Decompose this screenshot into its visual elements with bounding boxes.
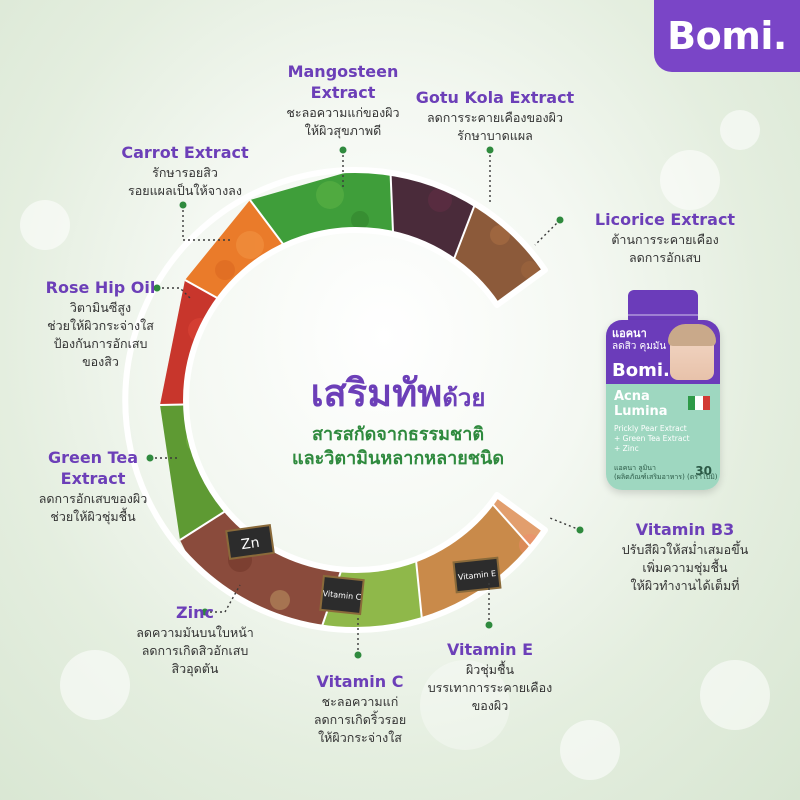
bottle-body: แอคนา ลดสิว คุมมัน Bomi. Acna Lumina Pri… [606,320,720,490]
headline-line2: สารสกัดจากธรรมชาติ [311,424,485,445]
bottle-band-text: แอคนา ลดสิว คุมมัน [612,327,667,352]
bokeh-light [20,200,70,250]
product-foot: แอคนา ลูมินา (ผลิตภัณฑ์เสริมอาหาร) (ตราโ… [614,464,718,482]
bokeh-light [60,650,130,720]
capsule-count: 30 [695,464,712,478]
brand-logo: Bomi. [667,14,787,58]
bokeh-light [700,660,770,730]
brand-tab: Bomi. [654,0,800,72]
headline-line1: เสริมทัพด้วย [248,362,548,423]
label-zinc: Zinc ลดความมันบนใบหน้า ลดการเกิดสิวอักเส… [136,603,254,677]
vitamin-e-chalkboard: Vitamin E [452,556,502,594]
label-rose-hip: Rose Hip Oil วิตามินซีสูง ช่วยให้ผิวกระจ… [45,278,156,370]
label-licorice: Licorice Extract ต้านการระคายเคือง ลดการ… [594,210,736,265]
product-name: Acna Lumina [614,389,668,419]
presenter-photo [668,324,716,380]
headline-small: ด้วย [442,384,486,412]
vitamin-e-sign-label: Vitamin E [458,569,497,582]
bokeh-light [560,720,620,780]
zn-sign-label: Zn [240,535,261,553]
label-green-tea: Green Tea Extract ลดการอักเสบของผิว ช่วย… [38,448,148,524]
headline-line3: และวิตามินหลากหลายชนิด [291,448,505,470]
label-vitamin-e: Vitamin E ผิวชุ่มชื้น บรรเทาการระคายเคือ… [427,640,553,714]
bottle-brand: Bomi. [612,360,670,381]
headline-big: เสริมทัพ [310,371,443,415]
product-ingredients: Prickly Pear Extract + Green Tea Extract… [614,424,690,454]
bokeh-light [420,660,510,750]
bottle-cap [628,290,698,322]
product-bottle: แอคนา ลดสิว คุมมัน Bomi. Acna Lumina Pri… [606,290,720,490]
label-gotu-kola: Gotu Kola Extract ลดการระคายเคืองของผิว … [415,88,575,143]
label-carrot: Carrot Extract รักษารอยสิว รอยแผลเป็นให้… [121,143,249,198]
center-headline: เสริมทัพด้วย สารสกัดจากธรรมชาติ และวิตาม… [248,362,548,472]
bottle-band: แอคนา ลดสิว คุมมัน Bomi. [606,320,720,384]
bokeh-light [660,150,720,210]
vitamin-c-sign-label: Vitamin C [322,589,362,602]
label-vitamin-c: Vitamin C ชะลอความแก่ ลดการเกิดริ้วรอย ใ… [313,672,407,746]
vitamin-c-chalkboard: Vitamin C [319,574,365,616]
zn-chalkboard: Zn [225,523,275,561]
italy-flag-icon [688,396,710,410]
label-mangosteen: Mangosteen Extract ชะลอความแก่ของผิว ให้… [286,62,400,138]
label-vitamin-b3: Vitamin B3 ปรับสีผิวให้สม่ำเสมอขึ้น เพิ่… [621,520,749,594]
bottle-label: Acna Lumina Prickly Pear Extract + Green… [606,384,720,490]
bokeh-light [720,110,760,150]
